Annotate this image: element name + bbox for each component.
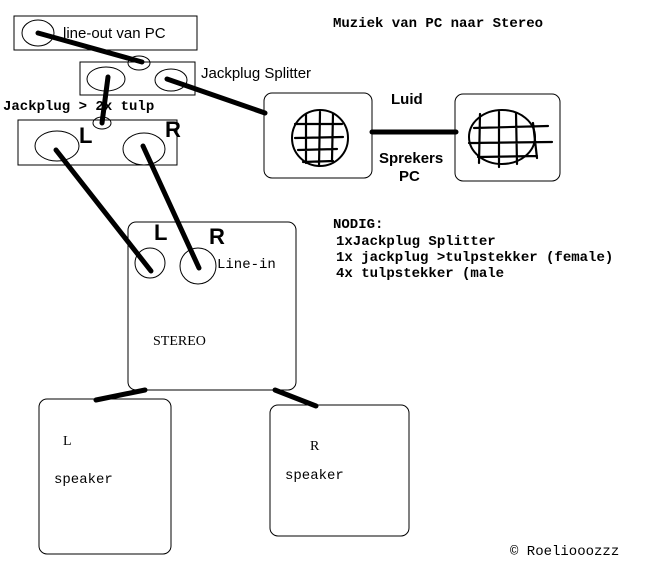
requirement-item: 1xJackplug Splitter: [336, 234, 496, 250]
copyright: © Roeliooozzz: [510, 544, 619, 560]
requirements-heading: NODIG:: [333, 217, 383, 233]
tulp-left-socket: [34, 130, 80, 162]
requirement-item: 4x tulpstekker (male: [336, 266, 504, 282]
requirements-list: NODIG: 1xJackplug Splitter 1x jackplug >…: [333, 217, 613, 282]
cable-lineout-splitter: [35, 30, 145, 65]
pc-speaker-left: [263, 92, 373, 179]
right-speaker-box: R speaker: [269, 404, 410, 537]
tulp-right-socket: [122, 132, 166, 166]
splitter-label: Jackplug Splitter: [201, 65, 311, 82]
tulp-left-marker: L: [79, 123, 92, 148]
stereo-box: L R Line-in STEREO: [127, 220, 297, 391]
cable-splitter-tulp: [99, 74, 111, 126]
splitter-output-right: [154, 68, 188, 92]
stereo-input-label: Line-in: [217, 257, 276, 273]
pc-speakers-label-2: PC: [399, 168, 420, 185]
left-speaker-box: L speaker: [38, 398, 172, 555]
cable-stereo-left-speaker: [93, 387, 148, 403]
cable-left-channel: [53, 147, 154, 274]
stereo-label: STEREO: [153, 334, 206, 349]
volume-label: Luid: [391, 91, 423, 108]
right-speaker-channel: R: [310, 439, 320, 454]
diagram-title: Muziek van PC naar Stereo: [333, 16, 543, 32]
right-speaker-label: speaker: [285, 468, 344, 484]
left-speaker-label: speaker: [54, 472, 113, 488]
cable-right-channel: [140, 143, 202, 271]
line-out-jack: [21, 19, 55, 47]
pc-speakers-label-1: Sprekers: [379, 150, 443, 167]
pc-speaker-right: [454, 93, 561, 182]
jack-to-tulp-box: L R: [17, 116, 181, 166]
stereo-right-socket: [179, 247, 217, 285]
cable-stereo-right-speaker: [272, 387, 319, 409]
stereo-left-socket: [134, 247, 166, 279]
line-out-label: line-out van PC: [63, 25, 166, 42]
left-speaker-channel: L: [63, 434, 72, 449]
jack-to-tulp-label: Jackplug > 2x tulp: [3, 99, 154, 115]
splitter-input-jack: [127, 55, 151, 71]
tulp-right-marker: R: [165, 117, 181, 142]
stereo-right-marker: R: [209, 224, 225, 249]
requirement-item: 1x jackplug >tulpstekker (female): [336, 250, 613, 266]
stereo-left-marker: L: [154, 220, 167, 245]
cable-splitter-pcspeaker: [164, 76, 268, 116]
